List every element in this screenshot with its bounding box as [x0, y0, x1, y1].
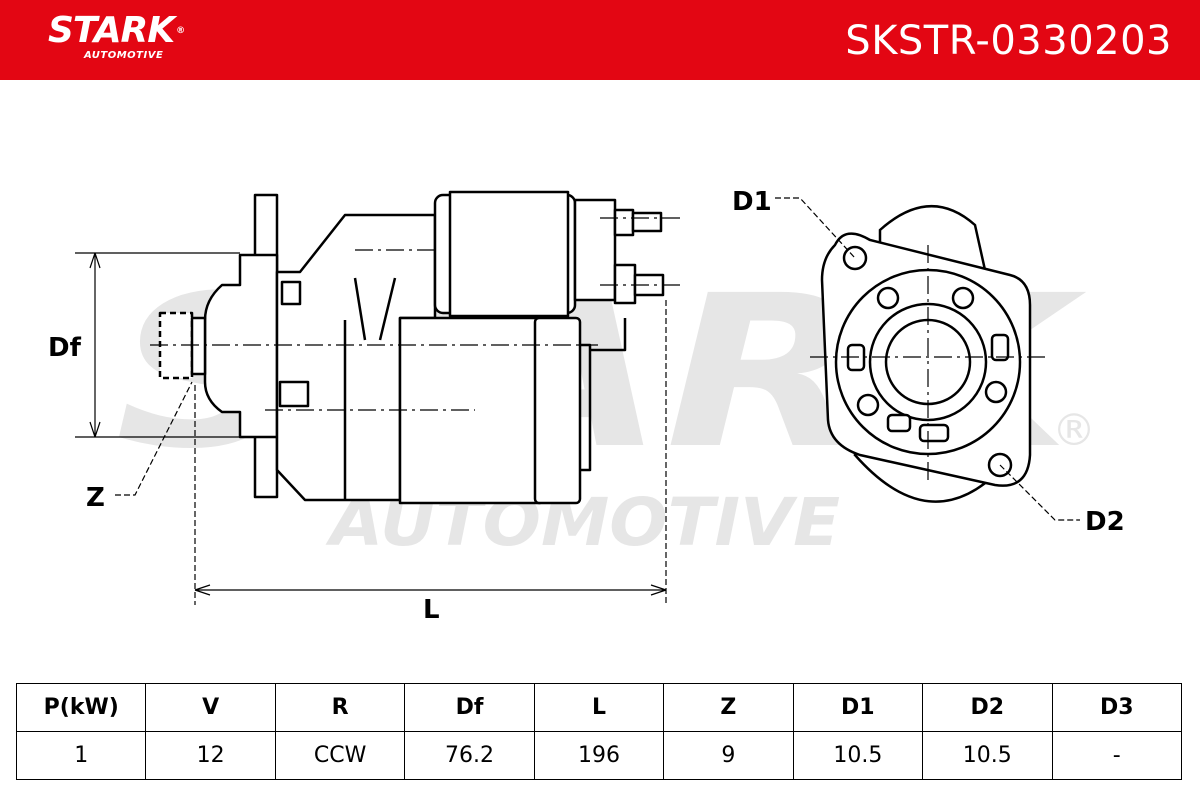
value-rotation: CCW — [274, 731, 406, 780]
header-power: P(kW) — [15, 683, 147, 732]
value-length: 196 — [533, 731, 665, 780]
terminal-top — [613, 208, 635, 237]
watermark-registered: ® — [1052, 405, 1096, 456]
header-df: Df — [404, 683, 535, 732]
header-voltage: V — [145, 683, 276, 732]
part-number: SKSTR-0330203 — [845, 18, 1172, 64]
header-teeth: Z — [663, 683, 794, 732]
z-leader — [115, 381, 193, 496]
label-z: Z — [86, 483, 105, 513]
label-l: L — [423, 595, 440, 625]
starter-motor-drawing: STARK AUTOMOTIVE ® — [48, 187, 1125, 625]
label-d1: D1 — [732, 187, 772, 217]
logo-registered-mark: ® — [176, 26, 185, 36]
header-d3: D3 — [1051, 683, 1182, 732]
df-dimension — [75, 252, 240, 438]
value-teeth: 9 — [663, 731, 794, 780]
end-cap — [533, 316, 582, 505]
d2-leader — [999, 464, 1080, 521]
nose-housing — [203, 253, 279, 439]
header-d2: D2 — [922, 683, 1053, 732]
value-d1: 10.5 — [792, 731, 924, 780]
label-d2: D2 — [1085, 507, 1125, 537]
logo-subtext: AUTOMOTIVE — [84, 50, 164, 61]
value-d3: - — [1051, 731, 1182, 780]
terminal-bottom — [613, 263, 637, 305]
mounting-hole-d1 — [842, 245, 868, 271]
specs-value-row: 1 12 CCW 76.2 196 9 10.5 10.5 - — [15, 731, 1182, 780]
header-rotation: R — [274, 683, 406, 732]
header-length: L — [533, 683, 665, 732]
stark-logo: STARK® AUTOMOTIVE — [48, 10, 185, 62]
value-power: 1 — [15, 731, 147, 780]
value-d2: 10.5 — [922, 731, 1053, 780]
value-voltage: 12 — [145, 731, 276, 780]
header-d1: D1 — [792, 683, 924, 732]
logo-text: STARK — [48, 10, 175, 51]
header-bar: STARK® AUTOMOTIVE SKSTR-0330203 — [0, 0, 1200, 80]
front-center-lines — [810, 245, 1048, 480]
specs-table: P(kW) V R Df L Z D1 D2 D3 1 12 CCW 76.2 … — [15, 683, 1182, 780]
starter-front-view — [820, 204, 1032, 503]
value-df: 76.2 — [404, 731, 535, 780]
starter-side-view — [158, 190, 665, 505]
l-dimension — [194, 300, 667, 605]
specs-header-row: P(kW) V R Df L Z D1 D2 D3 — [15, 683, 1182, 732]
label-df: Df — [48, 333, 82, 363]
center-lines — [150, 217, 680, 411]
